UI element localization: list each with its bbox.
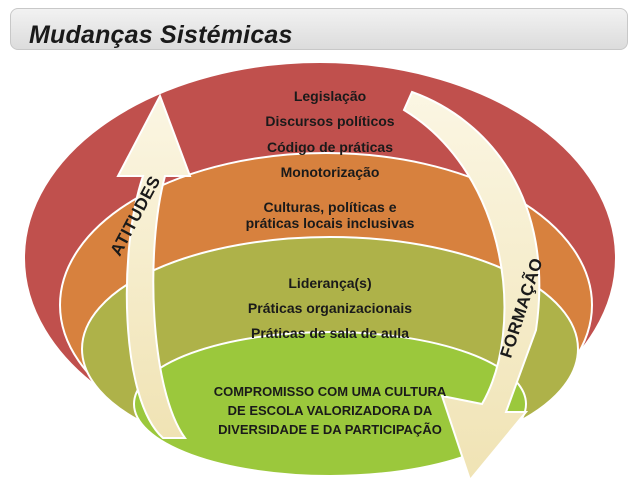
third-line-1: Liderança(s)	[288, 275, 372, 291]
page-title: Mudanças Sistémicas	[29, 21, 293, 49]
left-curved-arrow	[116, 93, 192, 439]
center-core	[133, 331, 527, 477]
title-bar: Mudanças Sistémicas	[10, 8, 628, 50]
center-line-3: DIVERSIDADE E DA PARTICIPAÇÃO	[218, 422, 442, 437]
third-line-2: Práticas organizacionais	[247, 300, 413, 316]
center-line-1: COMPROMISSO COM UMA CULTURA	[213, 384, 447, 399]
third-line-3: Práticas de sala de aula	[251, 325, 409, 341]
center-line-2: DE ESCOLA VALORIZADORA DA	[227, 403, 433, 418]
outer-line-1: Legislação	[293, 88, 367, 104]
outer-line-3: Código de práticas	[266, 139, 394, 155]
second-line-2: práticas locais inclusivas	[245, 215, 415, 231]
outer-line-2: Discursos políticos	[265, 113, 395, 129]
outer-line-4: Monotorização	[280, 164, 380, 180]
second-line-1: Culturas, políticas e	[263, 199, 397, 215]
right-curved-arrow	[402, 90, 541, 479]
